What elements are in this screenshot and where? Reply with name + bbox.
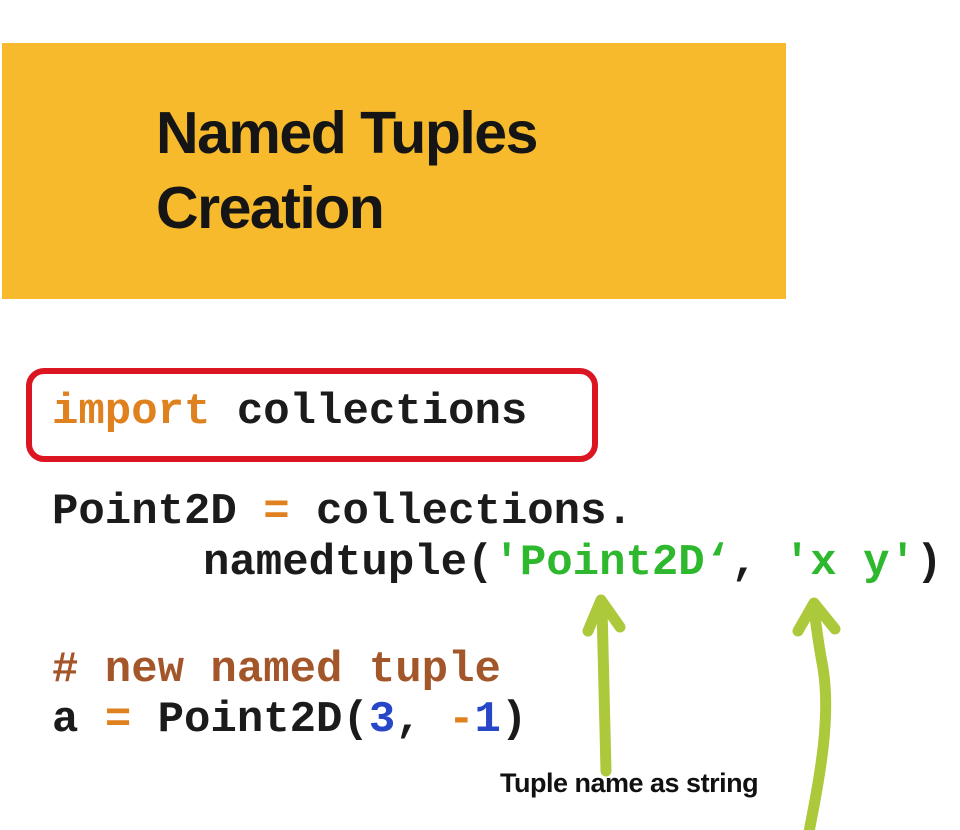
code-token-op: = bbox=[263, 487, 290, 537]
code-token-pl: Point2D( bbox=[131, 695, 369, 745]
code-token-pl: Point2D bbox=[52, 487, 264, 537]
slide-title-line1: Named Tuples bbox=[156, 100, 538, 166]
code-line-definition: Point2D = collections. bbox=[52, 486, 633, 538]
tuple-name-arrow-icon bbox=[582, 594, 626, 777]
code-line-assignment: a = Point2D(3, -1) bbox=[52, 694, 527, 746]
import-highlight-box bbox=[26, 368, 598, 462]
code-line-definition-continued: namedtuple('Point2D‘, 'x y') bbox=[203, 537, 942, 589]
code-token-pl: , bbox=[395, 695, 449, 745]
code-token-str: 'Point2D‘ bbox=[493, 538, 732, 588]
code-token-pl: a bbox=[52, 695, 105, 745]
code-token-op: = bbox=[104, 695, 132, 745]
code-line-comment: # new named tuple bbox=[52, 644, 501, 696]
code-token-num: 1 bbox=[474, 695, 501, 745]
field-names-arrow-icon bbox=[792, 597, 841, 830]
code-token-pl: collections. bbox=[289, 487, 633, 537]
code-token-kw: import bbox=[52, 387, 211, 437]
code-token-pl: ) bbox=[915, 538, 943, 588]
code-token-com: # new named tuple bbox=[52, 645, 501, 695]
code-token-op: - bbox=[448, 695, 475, 745]
title-banner: Named Tuples Creation bbox=[2, 43, 786, 299]
code-token-pl: collections bbox=[210, 387, 528, 437]
tuple-name-annotation: Tuple name as string bbox=[500, 768, 759, 798]
code-line-import: import collections bbox=[52, 386, 527, 438]
code-token-num: 3 bbox=[368, 695, 396, 745]
slide-title: Named Tuples Creation bbox=[156, 96, 538, 246]
code-token-str: 'x y' bbox=[783, 538, 916, 588]
code-token-pl: namedtuple( bbox=[203, 538, 494, 588]
code-token-pl: , bbox=[731, 538, 784, 588]
slide-title-line2: Creation bbox=[156, 175, 385, 241]
code-token-pl: ) bbox=[500, 695, 528, 745]
